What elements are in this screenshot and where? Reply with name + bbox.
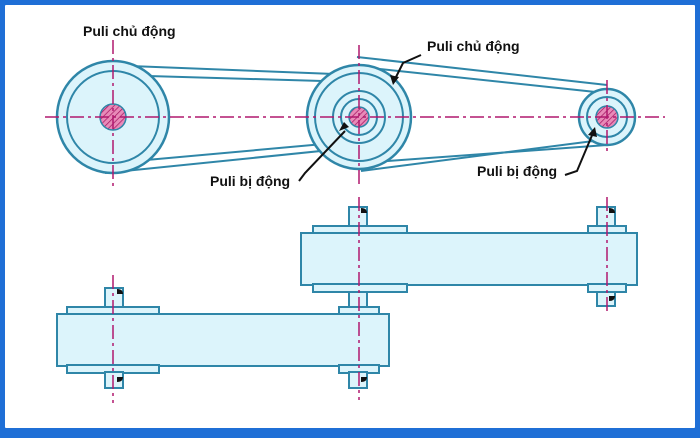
belt-drive-diagram: Puli chủ động Puli chủ động Puli bị động… (45, 23, 665, 403)
centerlines-side (112, 197, 608, 403)
shaft-keys (117, 208, 615, 382)
shaft-assembly-upper (300, 206, 638, 311)
label-driven-pulley-right: Puli bị động (477, 163, 557, 179)
centerlines-top (45, 40, 665, 190)
arrowheads (339, 75, 597, 137)
label-driver-pulley-middle: Puli chủ động (427, 38, 520, 54)
shaft-assembly-lower (56, 287, 390, 389)
label-driven-pulley-middle: Puli bị động (210, 173, 290, 189)
belt-right (356, 56, 610, 172)
leader-arrows (298, 54, 594, 182)
label-driver-pulley-left: Puli chủ động (83, 23, 176, 39)
